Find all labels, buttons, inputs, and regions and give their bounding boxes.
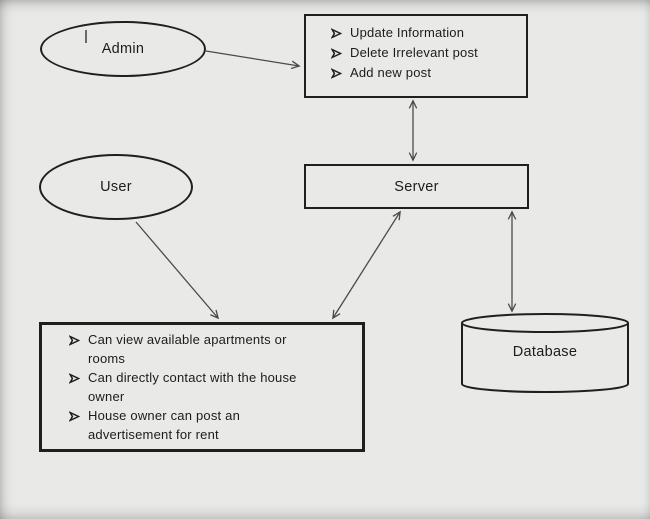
database-cylinder [461, 313, 629, 393]
task-item: House owner can post an advertisement fo… [69, 406, 358, 444]
task-text: Delete Irrelevant post [350, 45, 478, 60]
arrowhead-bullet-icon [69, 330, 80, 346]
user-to-user-tasks-arrow [135, 221, 218, 318]
user-tasks-box: Can view available apartments or rooms C… [39, 322, 365, 452]
task-text: Can view available apartments or rooms [88, 332, 287, 366]
text-cursor-mark [85, 30, 87, 43]
actor-admin-label: Admin [101, 41, 145, 57]
actor-user-ellipse: User [39, 154, 193, 220]
task-text: Update Information [350, 25, 465, 40]
task-item: Delete Irrelevant post [331, 43, 522, 63]
task-item: Add new post [331, 63, 522, 83]
arrowhead-bullet-icon [331, 43, 342, 59]
server-label: Server [394, 178, 439, 195]
admin-tasks-list: Update Information Delete Irrelevant pos… [331, 23, 522, 83]
task-item: Update Information [331, 23, 522, 43]
arrowhead-bullet-icon [331, 63, 342, 79]
arrowhead-bullet-icon [69, 368, 80, 384]
database-cylinder-top [461, 313, 629, 333]
arrowhead-bullet-icon [331, 23, 342, 39]
task-item: Can directly contact with the house owne… [69, 368, 358, 406]
task-text: Can directly contact with the house owne… [88, 370, 297, 404]
task-text: Add new post [350, 65, 432, 80]
database-cylinder-body [461, 323, 629, 393]
actor-user-label: User [100, 179, 132, 195]
server-user-tasks-arrow [333, 212, 400, 318]
admin-tasks-box: Update Information Delete Irrelevant pos… [304, 14, 528, 98]
task-text: House owner can post an advertisement fo… [88, 408, 241, 442]
actor-admin-ellipse: Admin [40, 21, 206, 77]
admin-to-admin-tasks-arrow [205, 50, 299, 66]
server-box: Server [304, 164, 529, 209]
user-tasks-list: Can view available apartments or rooms C… [69, 330, 358, 444]
arrowhead-bullet-icon [69, 406, 80, 422]
database-label: Database [512, 344, 578, 360]
task-item: Can view available apartments or rooms [69, 330, 358, 368]
